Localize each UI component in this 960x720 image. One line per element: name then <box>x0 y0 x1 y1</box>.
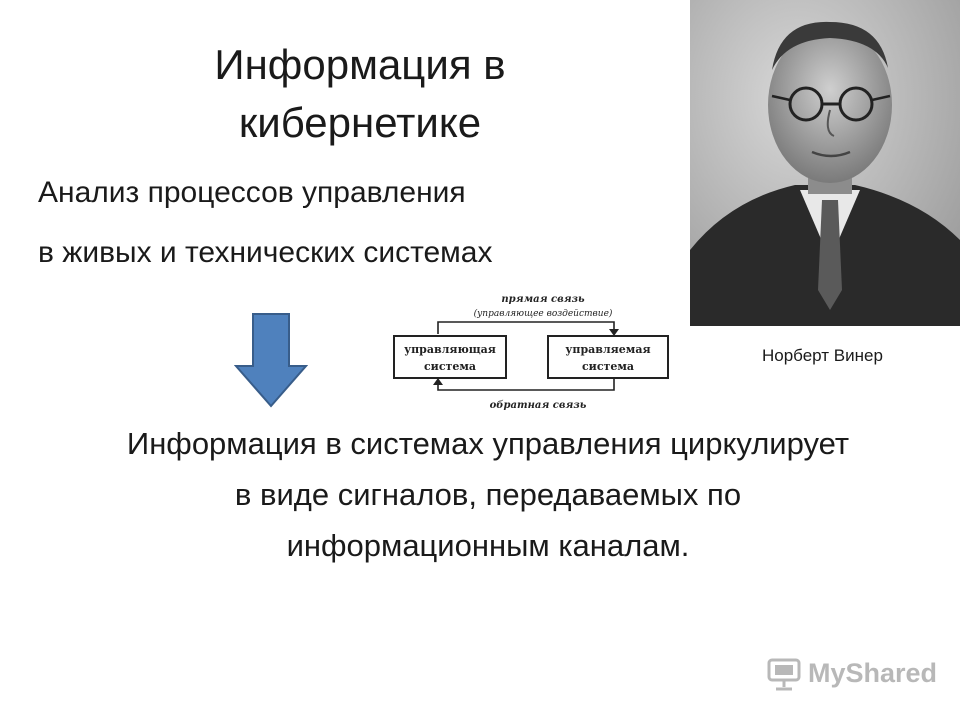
direct-link-arrowhead <box>609 329 619 336</box>
myshared-logo-icon <box>767 658 801 691</box>
myshared-logo[interactable]: MyShared <box>766 656 938 696</box>
controlled-system-label-2: система <box>582 360 634 373</box>
main-statement: Информация в системах управления циркули… <box>20 418 956 571</box>
main-statement-line-3: информационным каналам. <box>286 528 690 563</box>
controlling-system-box <box>393 335 507 379</box>
portrait-photo <box>690 0 960 326</box>
slide-title: Информация в кибернетике <box>120 36 600 152</box>
feedback-arrowhead <box>433 378 443 385</box>
slide-title-line-1: Информация в <box>214 41 506 88</box>
main-statement-line-2: в виде сигналов, передаваемых по <box>234 477 742 512</box>
feedback-line <box>437 378 615 391</box>
controlling-system-label-2: система <box>424 360 476 373</box>
slide-title-line-2: кибернетике <box>238 99 482 146</box>
subtitle-line-1: Анализ процессов управления <box>38 176 466 209</box>
photo-caption: Норберт Винер <box>762 346 883 365</box>
controlling-system-label-1: управляющая <box>404 343 496 356</box>
direct-link-line <box>437 321 615 334</box>
direct-link-sublabel: (управляющее воздействие) <box>474 308 613 319</box>
myshared-logo-text: MyShared <box>808 658 938 688</box>
feedback-label: обратная связь <box>490 400 587 411</box>
down-arrow-icon <box>234 313 308 408</box>
main-statement-line-1: Информация в системах управления циркули… <box>126 426 850 461</box>
controlled-system-label-1: управляемая <box>565 343 650 356</box>
direct-link-label: прямая связь <box>501 294 585 305</box>
controlled-system-box <box>547 335 669 379</box>
subtitle-line-2: в живых и технических системах <box>38 236 493 269</box>
feedback-diagram: прямая связь (управляющее воздействие) у… <box>393 294 669 411</box>
